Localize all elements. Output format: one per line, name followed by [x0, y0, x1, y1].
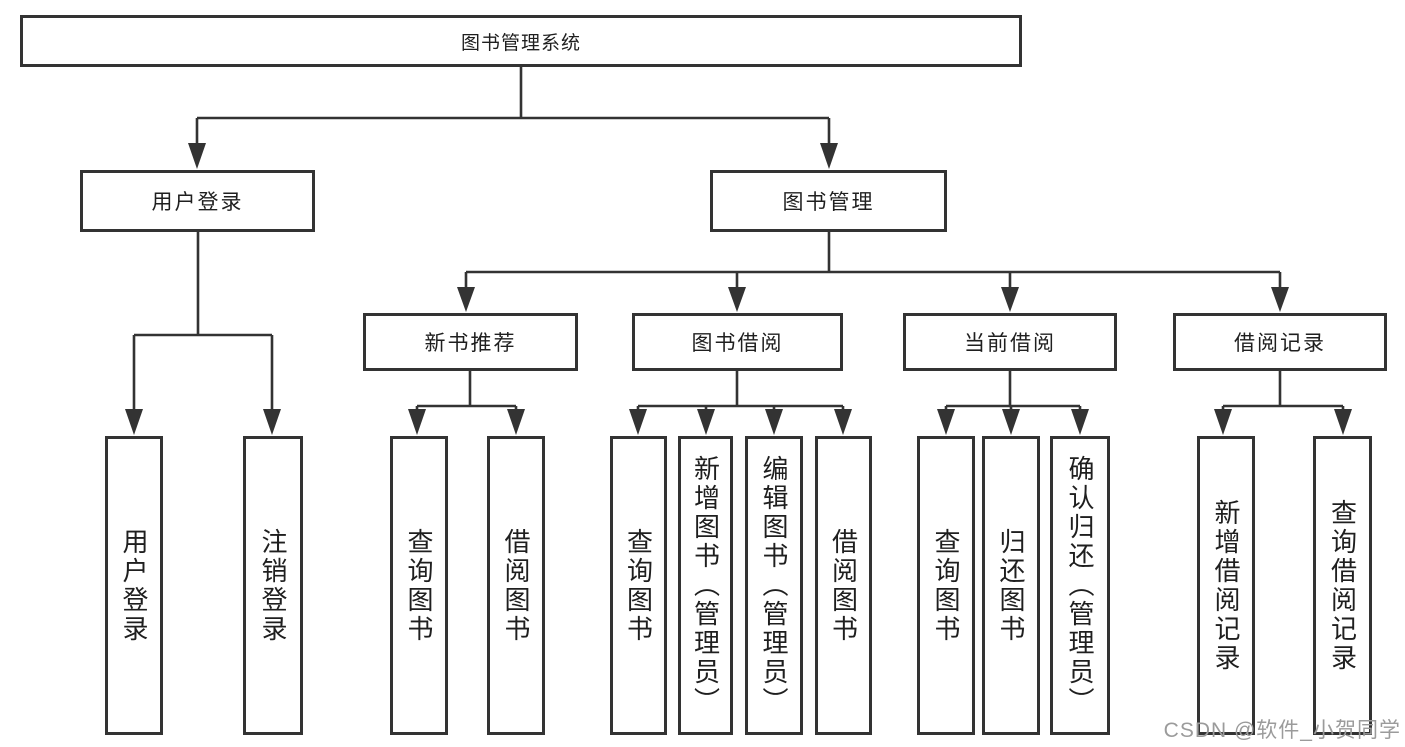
- connector-records-children: [1221, 371, 1345, 413]
- node-current-borrow-label: 当前借阅: [964, 332, 1056, 355]
- connector-root-to-branches: [195, 67, 831, 146]
- node-book-management: 图书管理: [710, 170, 947, 232]
- arrowhead: [1071, 409, 1089, 435]
- leaf-recommend-borrow-books: 借阅图书: [487, 436, 545, 735]
- arrowhead: [125, 409, 143, 435]
- connector-user-login-children: [132, 232, 274, 412]
- leaf-recommend-borrow-books-label: 借阅图书: [501, 527, 531, 644]
- connector-book-mgmt-children: [464, 232, 1282, 290]
- leaf-query-borrow-record: 查询借阅记录: [1313, 436, 1372, 735]
- node-root: 图书管理系统: [20, 15, 1022, 67]
- arrowhead: [1214, 409, 1232, 435]
- node-root-label: 图书管理系统: [460, 32, 581, 54]
- node-borrow-records: 借阅记录: [1173, 313, 1387, 371]
- arrowhead: [629, 409, 647, 435]
- leaf-borrow-query-books-label: 查询图书: [623, 527, 654, 644]
- leaf-recommend-query-books: 查询图书: [390, 436, 448, 735]
- leaf-edit-book-admin: 编辑图书（管理员）: [745, 436, 803, 735]
- node-new-book-recommend: 新书推荐: [363, 313, 578, 371]
- arrowhead: [1001, 287, 1019, 312]
- arrowhead: [1271, 287, 1289, 312]
- arrowheads: [125, 143, 1352, 435]
- node-new-book-recommend-label: 新书推荐: [424, 332, 517, 355]
- leaf-edit-book-admin-label: 编辑图书（管理员）: [759, 455, 789, 716]
- arrowhead: [507, 409, 525, 435]
- node-book-management-label: 图书管理: [782, 191, 875, 214]
- leaf-logout: 注销登录: [243, 436, 303, 735]
- connector-borrow-children: [636, 371, 845, 413]
- arrowhead: [820, 143, 838, 169]
- arrowhead: [765, 409, 783, 435]
- leaf-confirm-return-admin: 确认归还（管理员）: [1050, 436, 1110, 735]
- connector-new-book-children: [415, 371, 518, 413]
- leaf-add-book-admin-label: 新增图书（管理员）: [690, 455, 721, 716]
- arrowhead: [1334, 409, 1352, 435]
- arrowhead: [728, 287, 746, 312]
- node-borrow-records-label: 借阅记录: [1234, 332, 1326, 355]
- arrowhead: [263, 409, 281, 435]
- leaf-add-borrow-record-label: 新增借阅记录: [1211, 498, 1241, 673]
- arrowhead: [1002, 409, 1020, 435]
- arrowhead: [937, 409, 955, 435]
- connector-current-children: [944, 371, 1082, 413]
- leaf-current-query-books-label: 查询图书: [931, 527, 961, 644]
- leaf-return-book: 归还图书: [982, 436, 1040, 735]
- arrowhead: [188, 143, 206, 169]
- leaf-query-borrow-record-label: 查询借阅记录: [1327, 498, 1358, 673]
- leaf-recommend-query-books-label: 查询图书: [404, 527, 434, 644]
- node-user-login-label: 用户登录: [151, 191, 244, 214]
- arrowhead: [834, 409, 852, 435]
- node-book-borrow-label: 图书借阅: [691, 332, 784, 355]
- leaf-return-book-label: 归还图书: [996, 527, 1026, 644]
- leaf-user-login-label: 用户登录: [119, 527, 149, 644]
- leaf-confirm-return-admin-label: 确认归还（管理员）: [1065, 455, 1095, 716]
- node-user-login: 用户登录: [80, 170, 315, 232]
- leaf-add-borrow-record: 新增借阅记录: [1197, 436, 1255, 735]
- leaf-current-query-books: 查询图书: [917, 436, 975, 735]
- leaf-logout-label: 注销登录: [258, 527, 288, 644]
- arrowhead: [408, 409, 426, 435]
- leaf-add-book-admin: 新增图书（管理员）: [678, 436, 733, 735]
- arrowhead: [697, 409, 715, 435]
- leaf-borrow-query-books: 查询图书: [610, 436, 667, 735]
- csdn-watermark: CSDN @软件_小贺同学: [1163, 719, 1401, 742]
- leaf-borrow-book: 借阅图书: [815, 436, 872, 735]
- leaf-user-login: 用户登录: [105, 436, 163, 735]
- node-book-borrow: 图书借阅: [632, 313, 843, 371]
- arrowhead: [457, 287, 475, 312]
- leaf-borrow-book-label: 借阅图书: [828, 527, 859, 644]
- node-current-borrow: 当前借阅: [903, 313, 1117, 371]
